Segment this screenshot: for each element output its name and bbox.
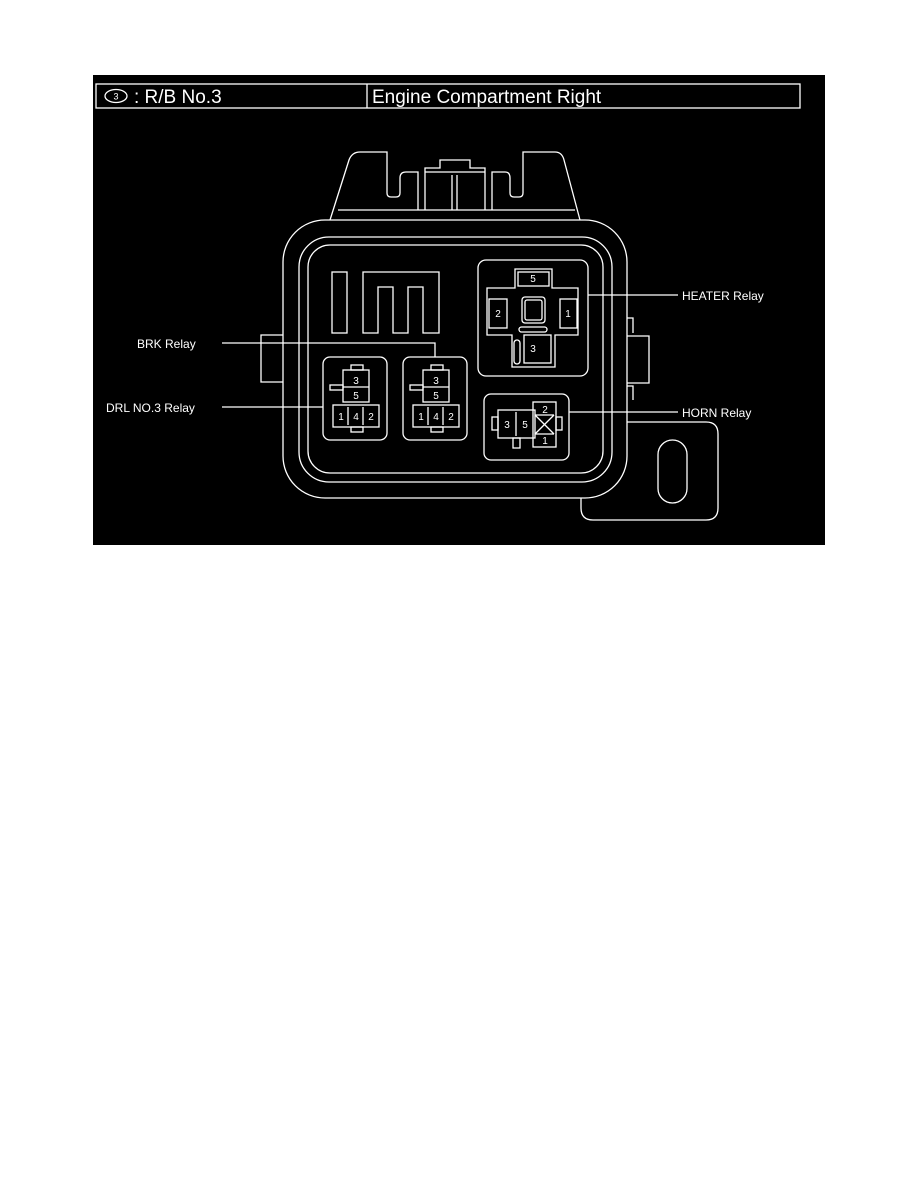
- fuse-slot: [331, 271, 348, 334]
- mounting-bracket: [580, 421, 719, 521]
- svg-text:3: 3: [504, 420, 510, 431]
- svg-text:5: 5: [530, 274, 536, 285]
- svg-text:2: 2: [542, 405, 548, 416]
- svg-text:5: 5: [353, 391, 359, 402]
- svg-text:2: 2: [495, 309, 501, 320]
- svg-text:2: 2: [368, 412, 374, 423]
- svg-text:5: 5: [522, 420, 528, 431]
- svg-text:3: 3: [433, 376, 439, 387]
- svg-text:5: 5: [433, 391, 439, 402]
- brk-relay-socket: 3 5 1 4 2: [402, 356, 468, 441]
- horn-relay-socket: 3 5 2 1: [483, 393, 570, 461]
- svg-text:3: 3: [113, 92, 118, 102]
- circled-number-icon: 3: [104, 88, 128, 104]
- brk-leader-line: [222, 342, 436, 357]
- svg-text:4: 4: [353, 412, 359, 423]
- block-location: Engine Compartment Right: [372, 87, 602, 108]
- heater-relay-socket: 5 2 1 3: [477, 259, 589, 377]
- drl-relay-label: DRL NO.3 Relay: [106, 401, 195, 415]
- block-name: : R/B No.3: [134, 87, 222, 108]
- svg-text:1: 1: [338, 412, 344, 423]
- svg-text:3: 3: [530, 344, 536, 355]
- relay-block-housing: [260, 151, 719, 521]
- svg-text:1: 1: [418, 412, 424, 423]
- drl-relay-socket: 3 5 1 4 2: [322, 356, 388, 441]
- svg-text:1: 1: [565, 309, 571, 320]
- header-bar: 3 : R/B No.3 Engine Compartment Right: [95, 83, 801, 109]
- svg-text:3: 3: [353, 376, 359, 387]
- brk-relay-label: BRK Relay: [137, 337, 196, 351]
- fuse-comb: [362, 271, 440, 334]
- mounting-slot: [657, 439, 688, 504]
- svg-text:2: 2: [448, 412, 454, 423]
- horn-relay-label: HORN Relay: [682, 406, 751, 420]
- heater-relay-label: HEATER Relay: [682, 289, 764, 303]
- svg-text:1: 1: [542, 436, 548, 447]
- svg-text:4: 4: [433, 412, 439, 423]
- diagram-background: [93, 75, 825, 545]
